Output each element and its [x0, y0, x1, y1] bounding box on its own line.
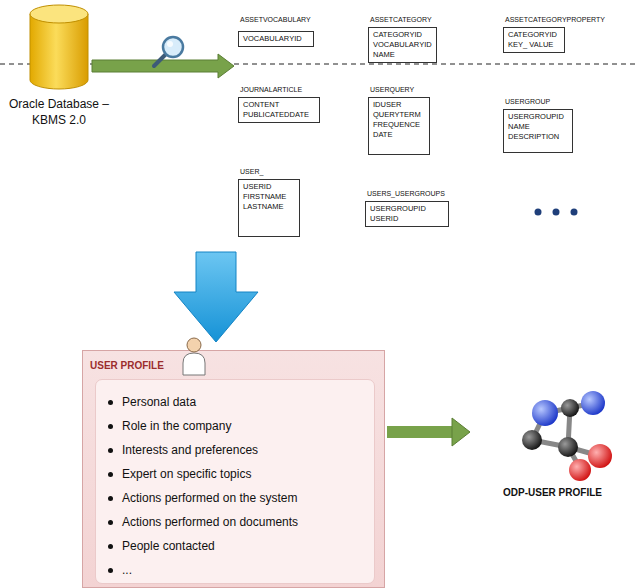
flow-arrow — [174, 252, 258, 342]
table-node: USERGROUP USERGROUPID NAME DESCRIPTION — [503, 98, 573, 153]
item-text: Actions performed on the system — [122, 491, 297, 505]
list-item: Personal data — [96, 390, 374, 414]
node-label: ODP-USER PROFILE — [470, 487, 635, 498]
bullet-dot — [108, 496, 113, 501]
table-box: USERGROUPID USERID — [365, 201, 449, 227]
bullet-dot — [108, 424, 113, 429]
table-name: USERS_USERGROUPS — [365, 190, 449, 197]
item-text: Expert on specific topics — [122, 467, 251, 481]
item-text: Role in the company — [122, 419, 231, 433]
table-fields: USERID FIRSTNAME LASTNAME — [243, 182, 286, 212]
list-item: People contacted — [96, 534, 374, 558]
table-name: USER_ — [238, 168, 300, 175]
table-node: ASSETCATEGORY CATEGORYID VOCABULARYID NAM… — [368, 16, 437, 63]
person-icon — [180, 337, 208, 377]
table-node: USERQUERY IDUSER QUERYTERM FREQUENCE DATE — [368, 86, 430, 155]
table-fields: CONTENT PUBLICATEDDATE — [243, 100, 309, 120]
table-node: ASSETVOCABULARY VOCABULARYID — [238, 16, 314, 47]
table-fields: IDUSER QUERYTERM FREQUENCE DATE — [373, 100, 421, 141]
more-dots — [535, 209, 578, 216]
node-label: Oracle Database – KBMS 2.0 — [0, 96, 118, 128]
database-node: Oracle Database – KBMS 2.0 — [0, 2, 118, 128]
database-cylinder — [30, 5, 88, 89]
table-node: ASSETCATEGORYPROPERTY CATEGORYID KEY_ VAL… — [503, 16, 605, 53]
table-box: USERGROUPID NAME DESCRIPTION — [503, 109, 573, 153]
bullet-dot — [108, 520, 113, 525]
list-item: Expert on specific topics — [96, 462, 374, 486]
list-item: Actions performed on documents — [96, 510, 374, 534]
table-fields: USERGROUPID USERID — [370, 204, 426, 224]
table-fields: USERGROUPID NAME DESCRIPTION — [508, 112, 564, 142]
molecule-icon — [522, 391, 612, 481]
table-node: USER_ USERID FIRSTNAME LASTNAME — [238, 168, 300, 237]
table-box: CATEGORYID VOCABULARYID NAME — [368, 27, 437, 63]
bullet-dot — [108, 544, 113, 549]
bullet-dot — [108, 568, 113, 573]
list-panel: Personal dataRole in the companyInterest… — [95, 379, 375, 584]
list-item: ... — [96, 558, 374, 582]
table-node: USERS_USERGROUPS USERGROUPID USERID — [365, 190, 449, 227]
table-box: CONTENT PUBLICATEDDATE — [238, 97, 320, 123]
list-item: Role in the company — [96, 414, 374, 438]
box-heading: USER PROFILE — [90, 360, 164, 371]
table-fields: CATEGORYID VOCABULARYID NAME — [373, 30, 432, 60]
bullet-dot — [108, 400, 113, 405]
flow-connector — [387, 418, 470, 446]
table-fields: VOCABULARYID — [243, 34, 302, 44]
table-fields: CATEGORYID KEY_ VALUE — [508, 30, 557, 50]
table-box: USERID FIRSTNAME LASTNAME — [238, 179, 300, 237]
magnifier-icon — [154, 37, 183, 66]
item-text: ... — [122, 563, 132, 577]
list-item: Actions performed on the system — [96, 486, 374, 510]
table-name: USERQUERY — [368, 86, 430, 93]
table-name: JOURNALARTICLE — [238, 86, 320, 93]
item-text: Personal data — [122, 395, 196, 409]
table-box: CATEGORYID KEY_ VALUE — [503, 27, 565, 53]
table-name: ASSETCATEGORY — [368, 16, 437, 23]
output-node: ODP-USER PROFILE — [470, 395, 635, 498]
table-name: ASSETCATEGORYPROPERTY — [503, 16, 605, 23]
extraction-arrow — [92, 54, 234, 78]
item-text: Interests and preferences — [122, 443, 258, 457]
item-text: People contacted — [122, 539, 215, 553]
table-box: IDUSER QUERYTERM FREQUENCE DATE — [368, 97, 430, 155]
table-name: ASSETVOCABULARY — [238, 16, 314, 23]
profile-box: Personal dataRole in the companyInterest… — [82, 350, 385, 588]
table-name: USERGROUP — [503, 98, 573, 105]
list-item: Interests and preferences — [96, 438, 374, 462]
table-node: JOURNALARTICLE CONTENT PUBLICATEDDATE — [238, 86, 320, 123]
table-box: VOCABULARYID — [238, 31, 314, 47]
item-text: Actions performed on documents — [122, 515, 298, 529]
bullet-dot — [108, 448, 113, 453]
bullet-dot — [108, 472, 113, 477]
